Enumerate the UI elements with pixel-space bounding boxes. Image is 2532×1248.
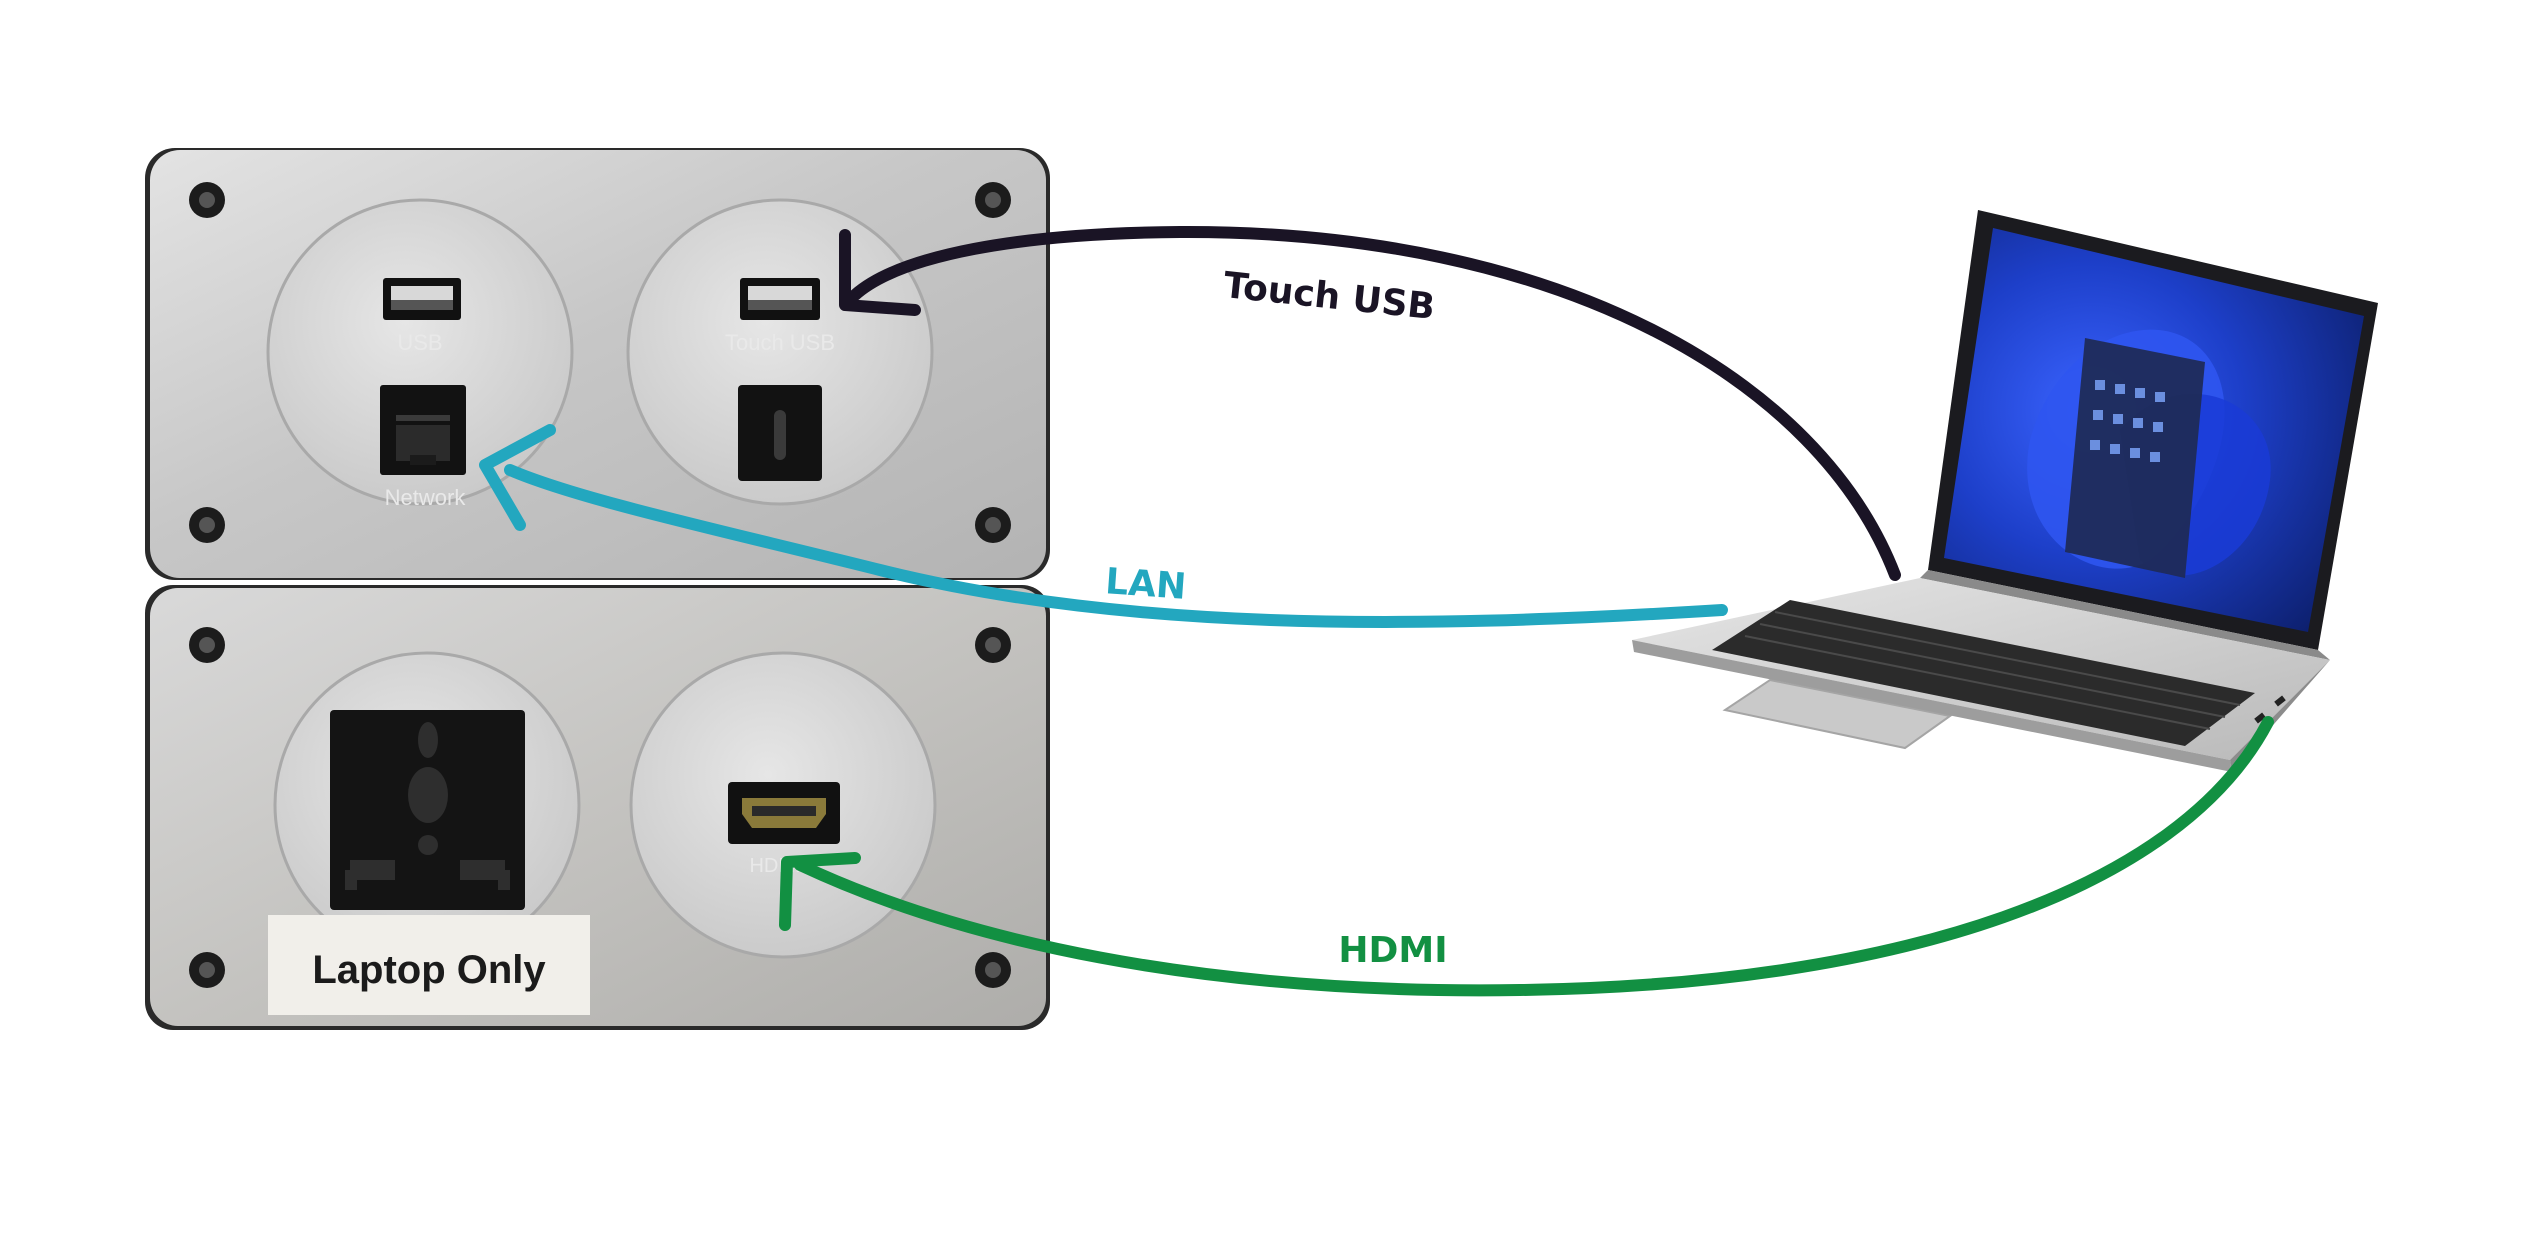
laptop-only-sticker: [268, 915, 590, 1015]
network-port-label: Network: [385, 485, 467, 510]
hdmi-cable-path: [794, 716, 2274, 997]
touch-usb-port-label: Touch USB: [725, 330, 835, 355]
lan-connection-label: LAN: [1104, 561, 1188, 608]
lan-arrowhead-icon: [479, 424, 556, 531]
hdmi-connection-label: HDMI: [1338, 930, 1447, 971]
usb-port-label: USB: [397, 330, 442, 355]
top-wall-panel: USB Network Touch USB: [145, 148, 1050, 580]
touch-usb-arrowhead-icon: [839, 229, 921, 316]
touch-usb-cable-path: [849, 225, 1901, 581]
laptop-touchpad: [1722, 678, 1953, 750]
hdmi-port-icon: [728, 782, 840, 844]
hdmi-arrowhead-icon: [779, 852, 861, 931]
power-outlet-icon: [330, 710, 525, 910]
laptop-illustration: [1632, 210, 2378, 772]
usb-network-socket-plate: [266, 198, 574, 506]
laptop-only-sticker-text: Laptop Only: [312, 948, 546, 992]
laptop-keyboard: [1712, 600, 2255, 746]
network-port-icon: [380, 385, 466, 475]
usb-c-port-icon: [738, 385, 822, 481]
touch-usb-port-icon: [740, 278, 820, 320]
lan-cable-path: [504, 464, 1728, 628]
bottom-wall-panel: HDMI Laptop Only: [145, 585, 1050, 1030]
touch-usb-connection-label: Touch USB: [1222, 265, 1437, 328]
usb-port-icon: [383, 278, 461, 320]
touch-usb-socket-plate: [626, 198, 934, 506]
